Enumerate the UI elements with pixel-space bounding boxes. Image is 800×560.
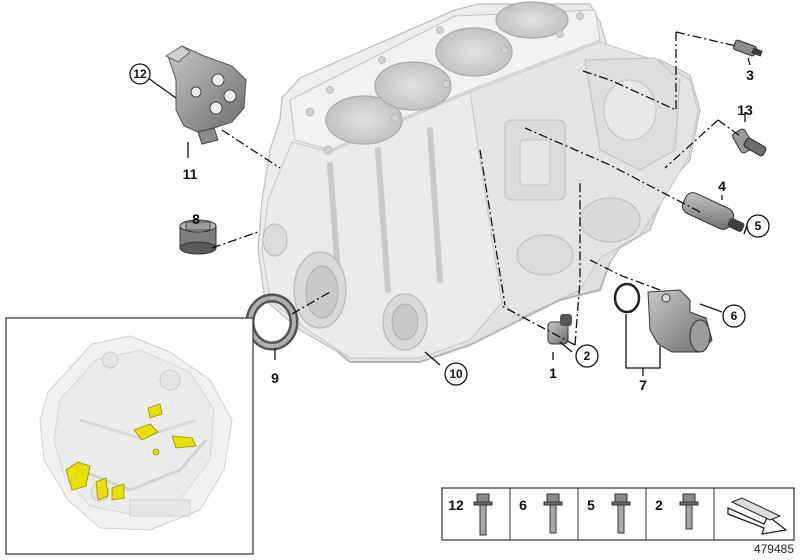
callout-7: 7 [639,377,647,393]
cylinder-bore-4 [495,1,569,39]
callouts: 12 11 8 9 10 1 2 7 6 5 4 13 3 [129,63,770,393]
callout-5-circle [746,214,770,238]
callout-1: 1 [549,365,557,381]
callout-6-circle [722,304,746,328]
sensor-part-1 [547,314,572,345]
callout-3: 3 [746,67,754,83]
bracket-part [164,45,247,145]
bolt-icon-2 [679,493,699,530]
sensor-part-4 [681,192,745,232]
engine-block [257,1,701,363]
callout-2-circle [575,344,599,368]
overview-inset [5,317,254,555]
block-flange [337,261,611,363]
callout-9: 9 [271,370,279,386]
side-housings [504,57,681,276]
callout-12-circle [129,63,151,85]
cylinder-bore-3 [435,27,513,77]
sensor-part-13 [732,128,767,157]
bolt-legend-label-5: 5 [587,497,595,513]
crank-bores [262,223,428,351]
inset-highlights [65,403,197,501]
bolt-icon-6 [543,493,563,534]
sensor-part-3 [733,39,763,57]
cylinder-bore-1 [325,95,403,145]
callout-13: 13 [737,102,753,118]
plug-part-8 [179,219,217,255]
oring-part-7 [613,282,641,314]
callout-5: 5 [755,219,762,233]
figure-number: 479485 [754,542,794,556]
pipe-part-6 [647,289,713,353]
bolt-legend: 12 6 5 2 [441,487,795,541]
cylinder-bores [325,1,569,145]
deck-holes [305,12,584,155]
bolt-icon-5 [611,493,631,534]
callout-6: 6 [731,309,738,323]
callout-12: 12 [133,67,147,81]
callout-8: 8 [192,211,200,227]
bolt-legend-label-6: 6 [519,497,527,513]
bolt-icon-12 [473,493,493,536]
cylinder-bore-2 [374,61,452,111]
bolt-legend-label-2: 2 [655,497,663,513]
callout-4: 4 [718,178,726,194]
callout-10: 10 [449,367,463,381]
arrow-icon [727,497,788,535]
callout-11: 11 [183,166,198,182]
callout-2: 2 [584,349,591,363]
bolt-legend-label-12: 12 [448,497,464,513]
callout-10-circle [444,362,468,386]
